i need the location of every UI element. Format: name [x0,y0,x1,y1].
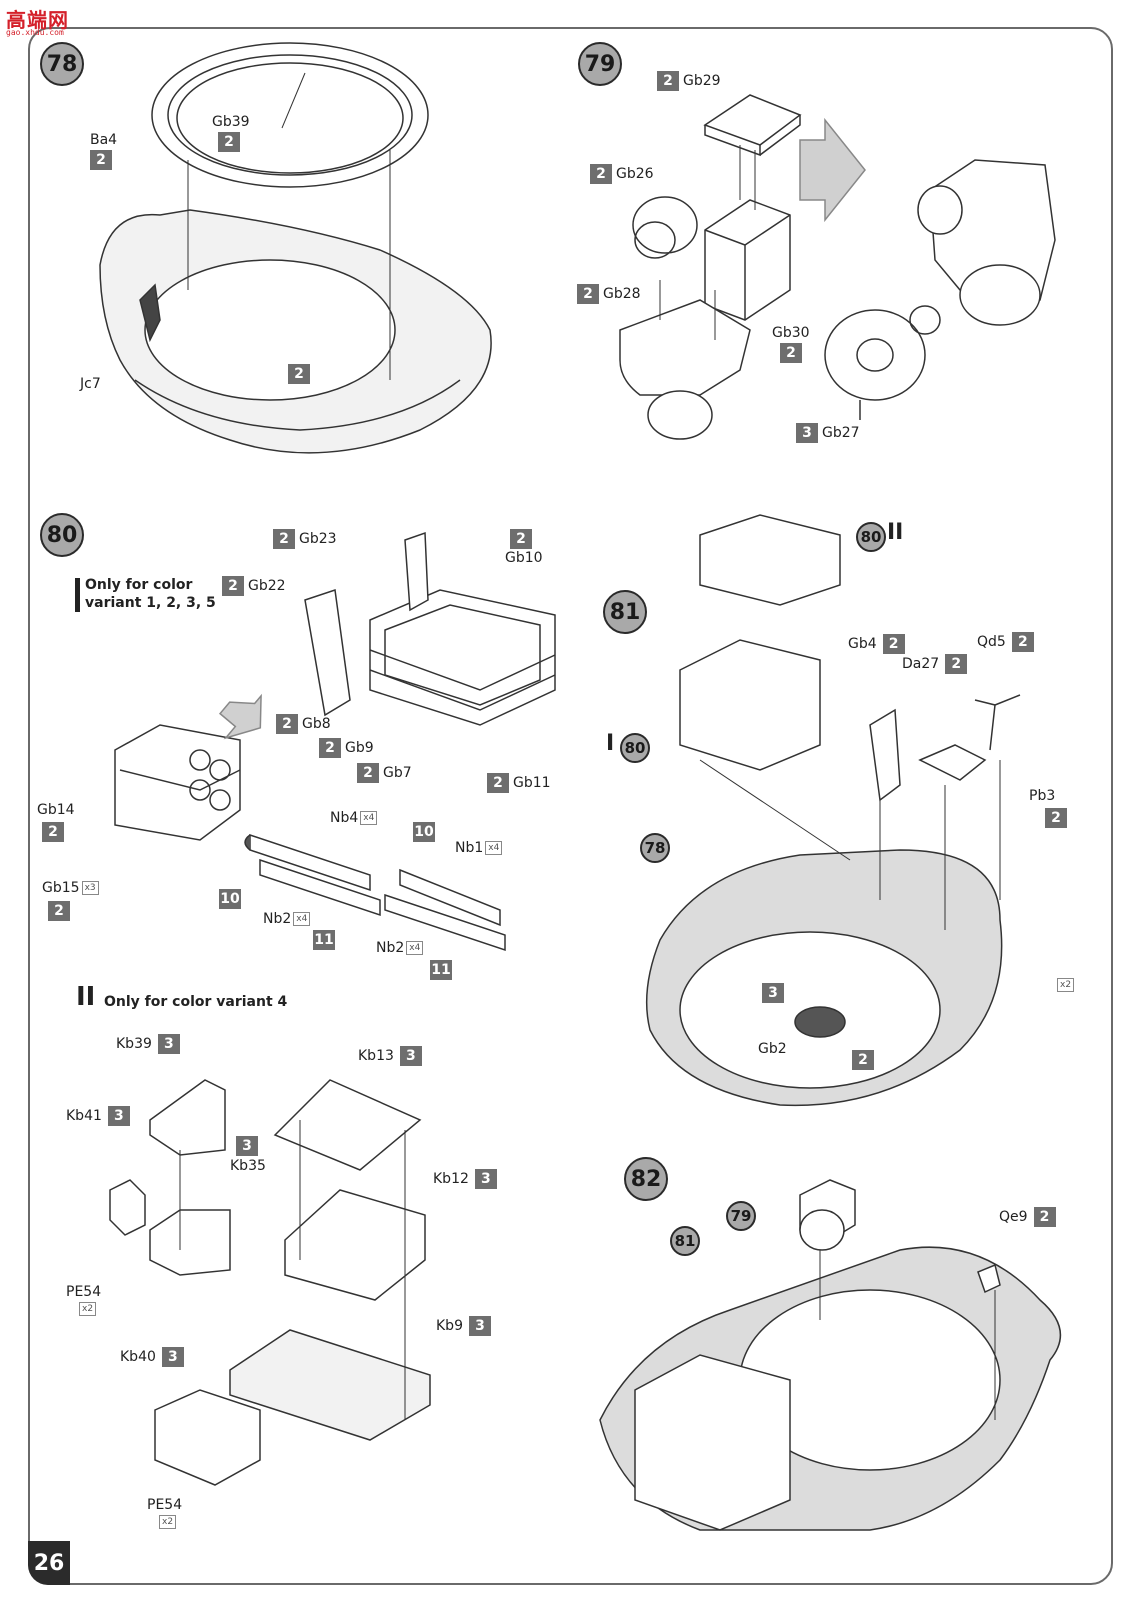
label-pe54-top: PE54 [66,1284,102,1300]
variant-note-80: Only for color variant 1, 2, 3, 5 [75,576,216,612]
step-78-marker: 78 [40,42,84,86]
ref-step-80-II: 80 [856,522,886,552]
step-80-marker: 80 [40,513,84,557]
label-kb35: Kb35 [230,1158,266,1174]
qty-10-right: 10 [413,822,435,842]
label-gb10: Gb10 [505,550,543,566]
ref-step-78: 78 [640,833,670,863]
stepII-drawing [109,1079,431,1486]
ref-step-79: 79 [726,1201,756,1231]
ref-roman-II: II [887,520,904,545]
step-82-marker: 82 [624,1157,668,1201]
step79-drawing [619,94,1056,440]
label-jc7: Jc7 [80,376,101,392]
qty-gb15: 2 [48,901,70,921]
qty-gb39: 2 [218,132,240,152]
qty-11-left: 11 [313,930,335,950]
qty-ba4: 2 [90,150,112,170]
label-gb2: Gb2 [758,1041,787,1057]
side-mult: x2 [1055,977,1075,993]
qty-kb35: 3 [236,1136,258,1156]
step-79-marker: 79 [578,42,622,86]
qty-gb30: 2 [780,343,802,363]
qty-gb14: 2 [42,822,64,842]
step-81-marker: 81 [603,590,647,634]
qty-11-right: 11 [430,960,452,980]
step80-drawing [114,531,556,952]
watermark-text: 高端网 [6,8,69,32]
watermark-logo: 高端网 gao.xhdu.com [6,4,76,38]
label-pb3: Pb3 [1029,788,1056,804]
step81-drawing [645,514,1021,1107]
variant-note-II: Only for color variant 4 [104,994,288,1010]
qty-gb10: 2 [510,529,532,549]
page-number: 26 [28,1541,70,1585]
qty-gb2-a: 3 [762,983,784,1003]
ref-roman-I: I [606,731,615,756]
label-gb30: Gb30 [772,325,810,341]
ref-step-80-I: 80 [620,733,650,763]
variant-II-marker: II [76,982,96,1012]
step78-drawing [99,42,492,454]
step82-drawing [599,1179,1062,1531]
qty-gb2-b: 2 [852,1050,874,1070]
label-ba4: Ba4 [90,132,118,148]
note-bar [75,578,80,612]
page-frame [28,27,1113,1585]
label-gb39: Gb39 [212,114,250,130]
mult-pe54-top: x2 [77,1301,97,1317]
mult-pe54-bottom: x2 [157,1514,177,1530]
ref-step-81: 81 [670,1226,700,1256]
qty-10-left: 10 [219,889,241,909]
label-pe54-bottom: PE54 [147,1497,183,1513]
qty-pb3: 2 [1045,808,1067,828]
watermark-sub: gao.xhdu.com [6,28,64,37]
label-gb14: Gb14 [37,802,75,818]
qty-hull-78: 2 [288,364,310,384]
